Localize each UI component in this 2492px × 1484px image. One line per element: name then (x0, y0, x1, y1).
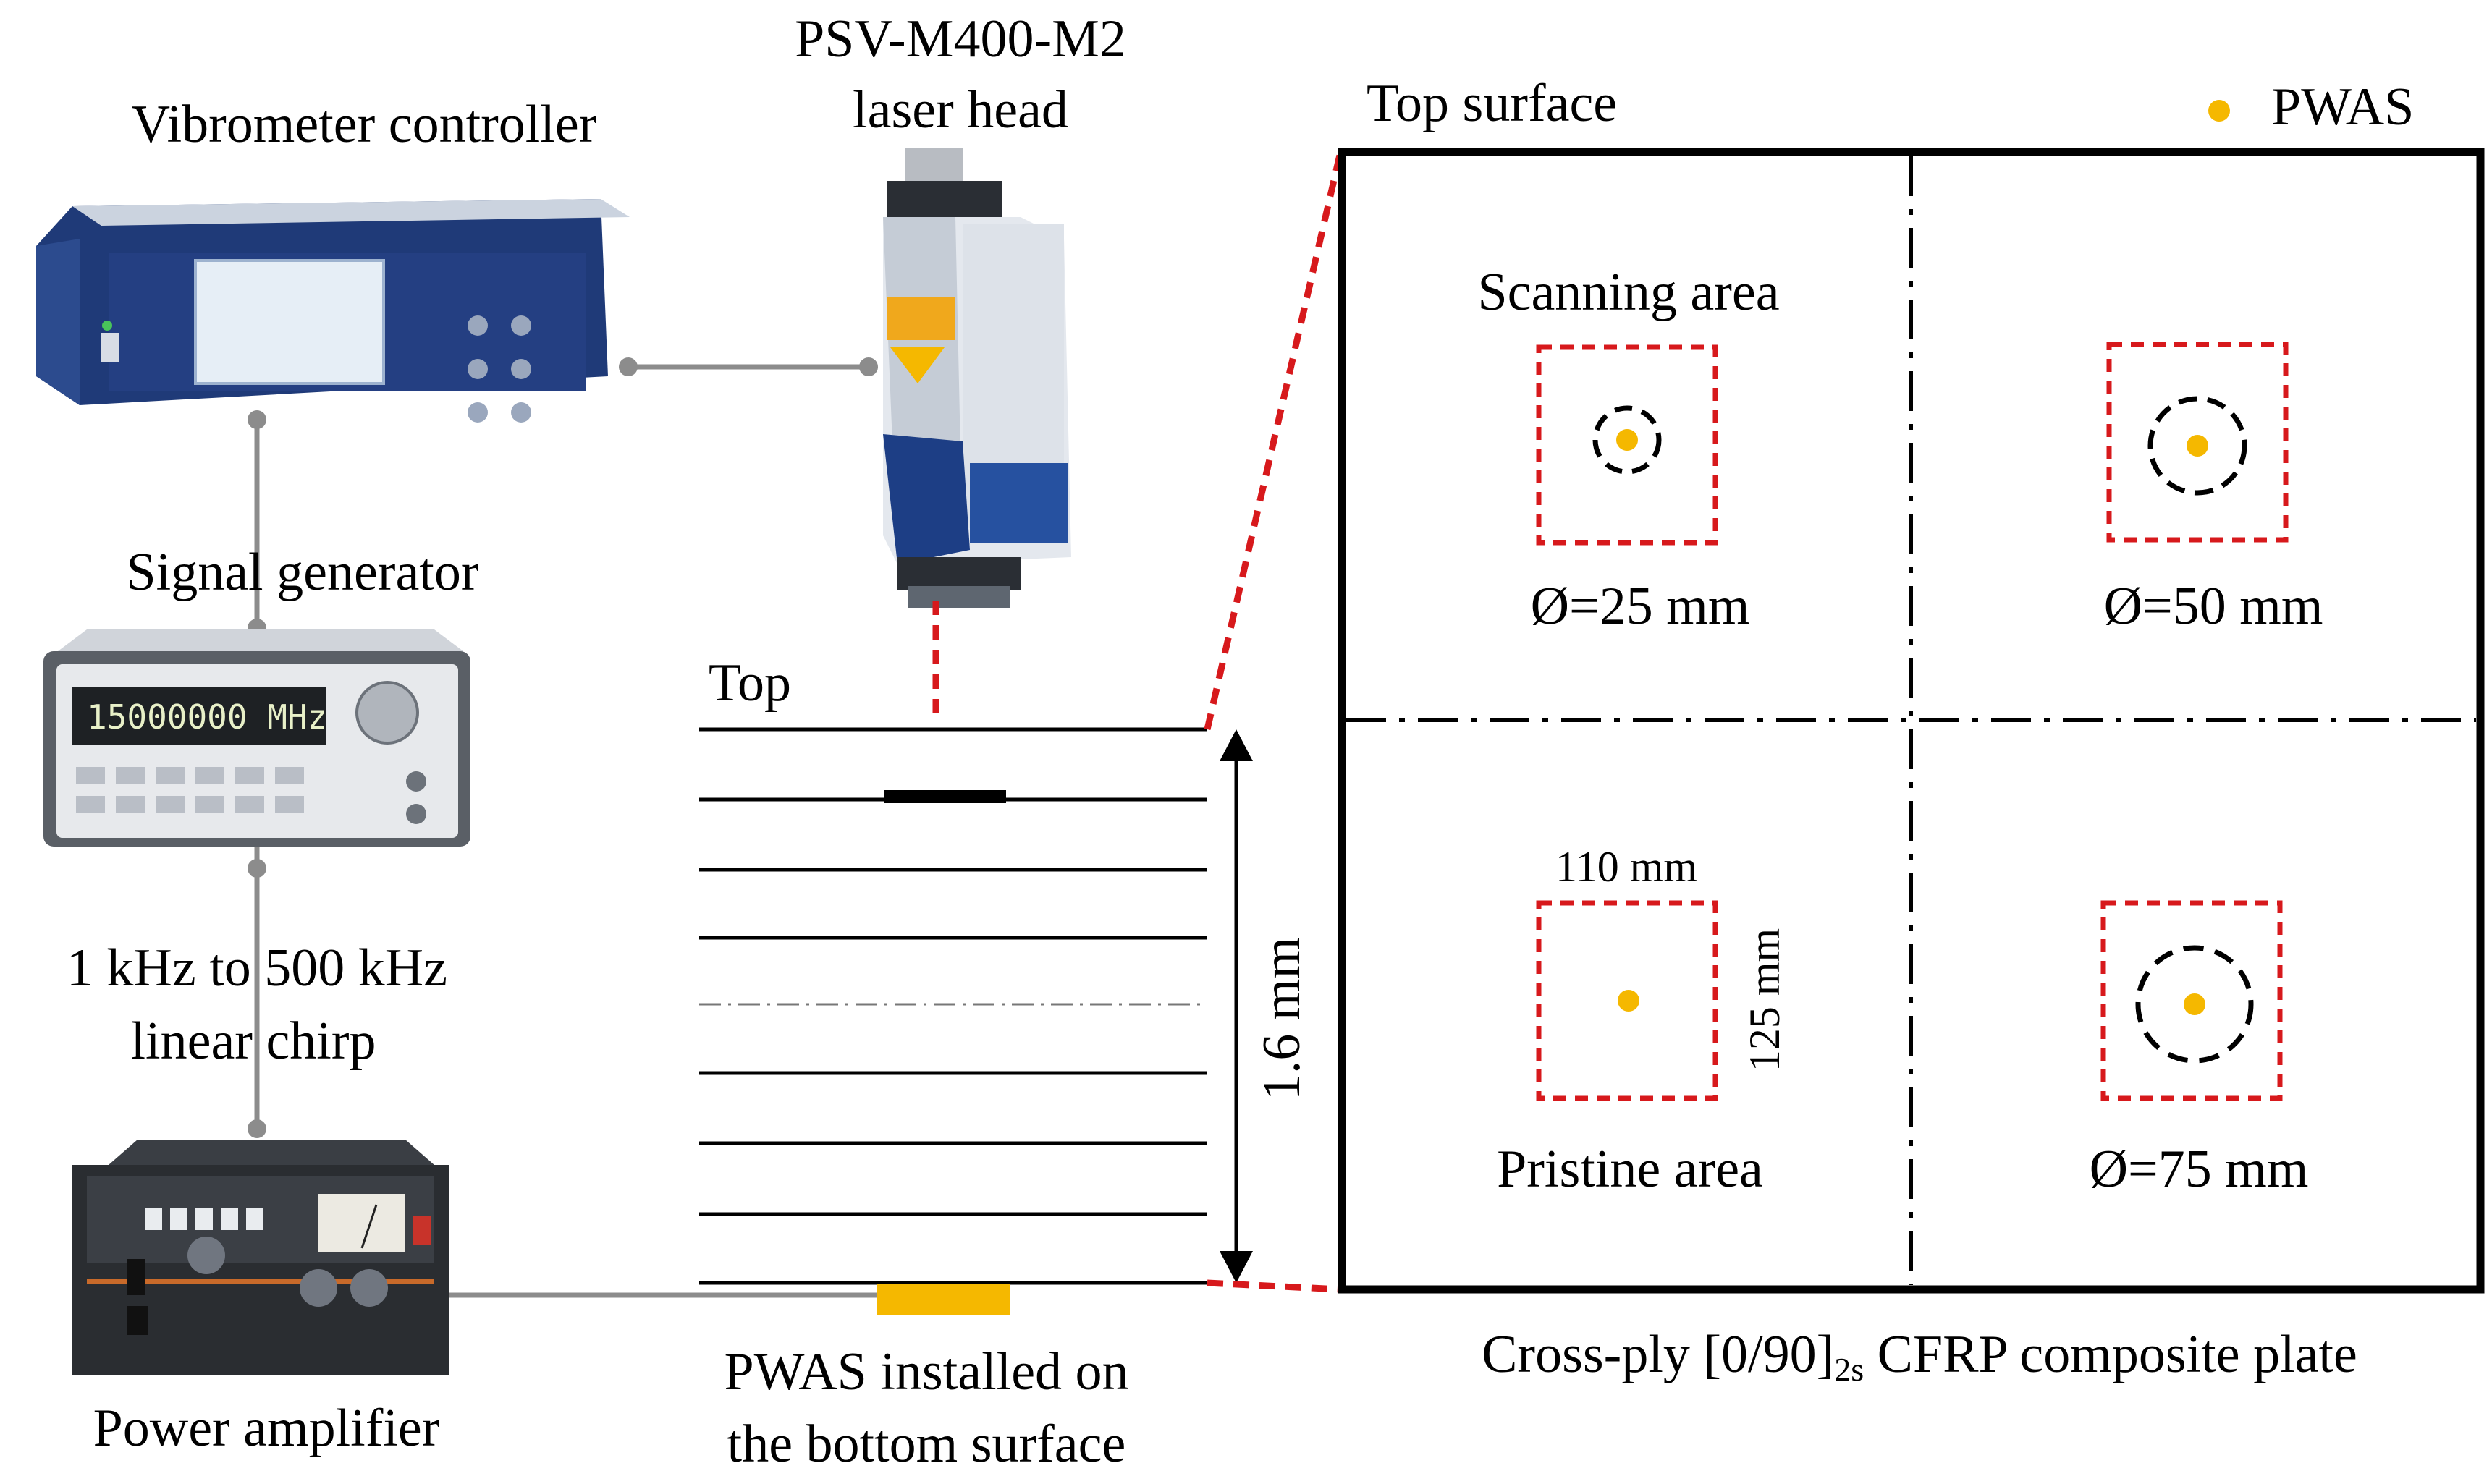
generator-display: 15000000 MHz (87, 698, 327, 737)
diameter-50-label: Ø=50 mm (2104, 577, 2323, 636)
plate-caption: Cross-ply [0/90]2s CFRP composite plate (1482, 1325, 2357, 1388)
power-amplifier-image (72, 1140, 449, 1375)
scan-area-75 (2100, 900, 2283, 1101)
laser-head-label-line1: PSV-M400-M2 (795, 9, 1126, 69)
caption-subscript: 2s (1834, 1351, 1864, 1388)
diameter-75-label: Ø=75 mm (2090, 1140, 2309, 1199)
diameter-25-label: Ø=25 mm (1531, 577, 1750, 636)
defect-circle-75 (2135, 945, 2254, 1064)
caption-main: Cross-ply [0/90] (1482, 1325, 1834, 1384)
cable-node (248, 859, 266, 878)
chirp-label-line1: 1 kHz to 500 kHz (67, 938, 447, 998)
cable-node (248, 1119, 266, 1138)
defect-circle-25 (1592, 405, 1662, 475)
zoom-line-bottom (1207, 1279, 1341, 1293)
pwas-dot-25 (1616, 429, 1638, 451)
laminate-cross-section (699, 727, 1207, 1285)
pwas-bottom-mark (877, 1284, 1010, 1315)
cable-node (859, 357, 878, 376)
pristine-area-label: Pristine area (1497, 1140, 1763, 1199)
pwas-legend-label: PWAS (2271, 77, 2414, 137)
scan-area-50 (2106, 342, 2289, 543)
height-dimension-label: 125 mm (1741, 928, 1788, 1072)
defect-circle-50 (2147, 396, 2247, 496)
signal-generator-label: Signal generator (127, 543, 479, 602)
pwas-installed-line1: PWAS installed on (724, 1342, 1128, 1402)
cable-node (619, 357, 638, 376)
embedded-defect-mark (884, 790, 1006, 803)
chirp-label-line2: linear chirp (131, 1012, 376, 1071)
thickness-arrow (1220, 729, 1253, 1283)
pwas-dot-75 (2184, 993, 2205, 1015)
controller-label: Vibrometer controller (132, 95, 597, 154)
pwas-legend-dot (2208, 100, 2230, 122)
scanning-area-label: Scanning area (1477, 263, 1779, 322)
signal-generator-image: 15000000 MHz (43, 629, 470, 847)
top-surface-label: Top surface (1367, 74, 1617, 133)
plate-outline (1338, 148, 2485, 1294)
scan-area-25 (1536, 344, 1718, 546)
scan-area-pristine (1536, 900, 1718, 1101)
pwas-installed-line2: the bottom surface (727, 1415, 1126, 1474)
generator-knob (355, 681, 419, 745)
cable-node (248, 410, 266, 429)
caption-end: CFRP composite plate (1864, 1325, 2357, 1384)
laser-head-label-line2: laser head (853, 80, 1068, 140)
width-dimension-label: 110 mm (1555, 843, 1697, 891)
power-amplifier-label: Power amplifier (93, 1399, 440, 1458)
pwas-dot-50 (2187, 435, 2208, 457)
laser-head-image (883, 148, 1071, 608)
top-label: Top (709, 653, 791, 713)
thickness-label: 1.6 mm (1252, 937, 1312, 1101)
zoom-line-top (1204, 150, 1344, 731)
pwas-dot-pristine (1618, 990, 1639, 1012)
vibrometer-controller-image (36, 199, 630, 423)
